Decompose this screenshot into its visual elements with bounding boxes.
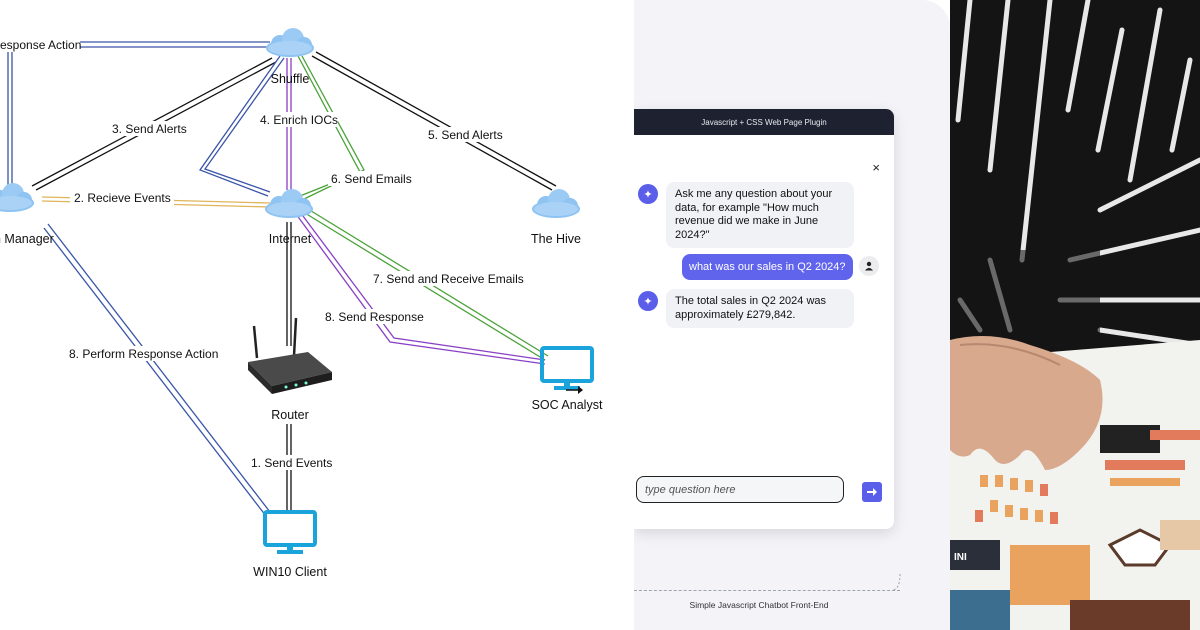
cloud-icon [266, 28, 314, 57]
node-manager: n Manager [0, 183, 54, 246]
label-send-events: 1. Send Events [251, 456, 332, 470]
edge-perform-response [47, 223, 271, 513]
send-button[interactable] [862, 482, 882, 502]
monitor-icon [540, 346, 594, 392]
sparkle-icon: ✦ [638, 291, 658, 311]
label-receive-events: 2. Recieve Events [74, 191, 171, 205]
edge-send-response [295, 213, 546, 365]
node-internet: Internet [265, 189, 313, 246]
close-button[interactable]: × [872, 160, 880, 175]
monitor-icon [263, 510, 317, 556]
label-send-receive-emails: 7. Send and Receive Emails [373, 272, 524, 286]
node-win10-client: WIN10 Client [253, 510, 327, 579]
svg-text:The Hive: The Hive [531, 232, 581, 246]
user-icon [858, 256, 879, 276]
svg-text:Router: Router [271, 408, 309, 422]
bot-bubble: The total sales in Q2 2024 was approxima… [666, 289, 854, 328]
label-send-response: 8. Send Response [325, 310, 424, 324]
router-icon [248, 317, 332, 394]
label-response-action: esponse Action [0, 38, 81, 52]
footer-divider [634, 590, 900, 591]
node-shuffle: Shuffle [266, 28, 314, 86]
node-the-hive: The Hive [531, 189, 581, 246]
svg-text:SOC Analyst: SOC Analyst [532, 398, 603, 412]
footer-caption: Simple Javascript Chatbot Front-End [689, 600, 829, 610]
user-bubble: what was our sales in Q2 2024? [682, 254, 853, 280]
bot-message: ✦ Ask me any question about your data, f… [638, 182, 854, 248]
label-enrich-iocs: 4. Enrich IOCs [260, 113, 338, 127]
bot-bubble: Ask me any question about your data, for… [666, 182, 854, 248]
label-send-alerts-3: 3. Send Alerts [112, 122, 187, 136]
sparkle-icon: ✦ [638, 184, 658, 204]
photo-person-with-infographic: INI [950, 0, 1200, 630]
infographic: INI [950, 425, 1200, 630]
svg-text:WIN10 Client: WIN10 Client [253, 565, 327, 579]
svg-text:n Manager: n Manager [0, 232, 54, 246]
label-perform-response: 8. Perform Response Action [69, 347, 218, 361]
node-soc-analyst: SOC Analyst [532, 346, 603, 412]
node-router: Router [248, 317, 332, 422]
photo-card-text: INI [954, 552, 967, 563]
diagram-canvas: esponse Action 3. Send Alerts 4. Enrich … [0, 28, 603, 579]
label-send-emails: 6. Send Emails [331, 172, 412, 186]
svg-text:Internet: Internet [269, 232, 312, 246]
footer-curve [892, 574, 901, 591]
svg-text:Shuffle: Shuffle [271, 72, 310, 86]
label-send-alerts-5: 5. Send Alerts [428, 128, 503, 142]
user-message: what was our sales in Q2 2024? [682, 254, 879, 280]
network-diagram: esponse Action 3. Send Alerts 4. Enrich … [0, 28, 603, 579]
chat-header: Javascript + CSS Web Page Plugin [634, 109, 894, 135]
bot-message: ✦ The total sales in Q2 2024 was approxi… [638, 289, 854, 328]
question-input[interactable] [636, 476, 844, 503]
edge-send-alerts-5 [311, 55, 553, 191]
cloud-icon [0, 183, 34, 212]
photo-canvas: INI [950, 0, 1200, 630]
cloud-icon [532, 189, 580, 218]
edge-labels: esponse Action 3. Send Alerts 4. Enrich … [0, 37, 524, 470]
chatbot-panel: Javascript + CSS Web Page Plugin × ✦ Ask… [634, 0, 950, 630]
arrow-right-icon [867, 488, 877, 496]
chat-window: Javascript + CSS Web Page Plugin × ✦ Ask… [634, 109, 894, 529]
